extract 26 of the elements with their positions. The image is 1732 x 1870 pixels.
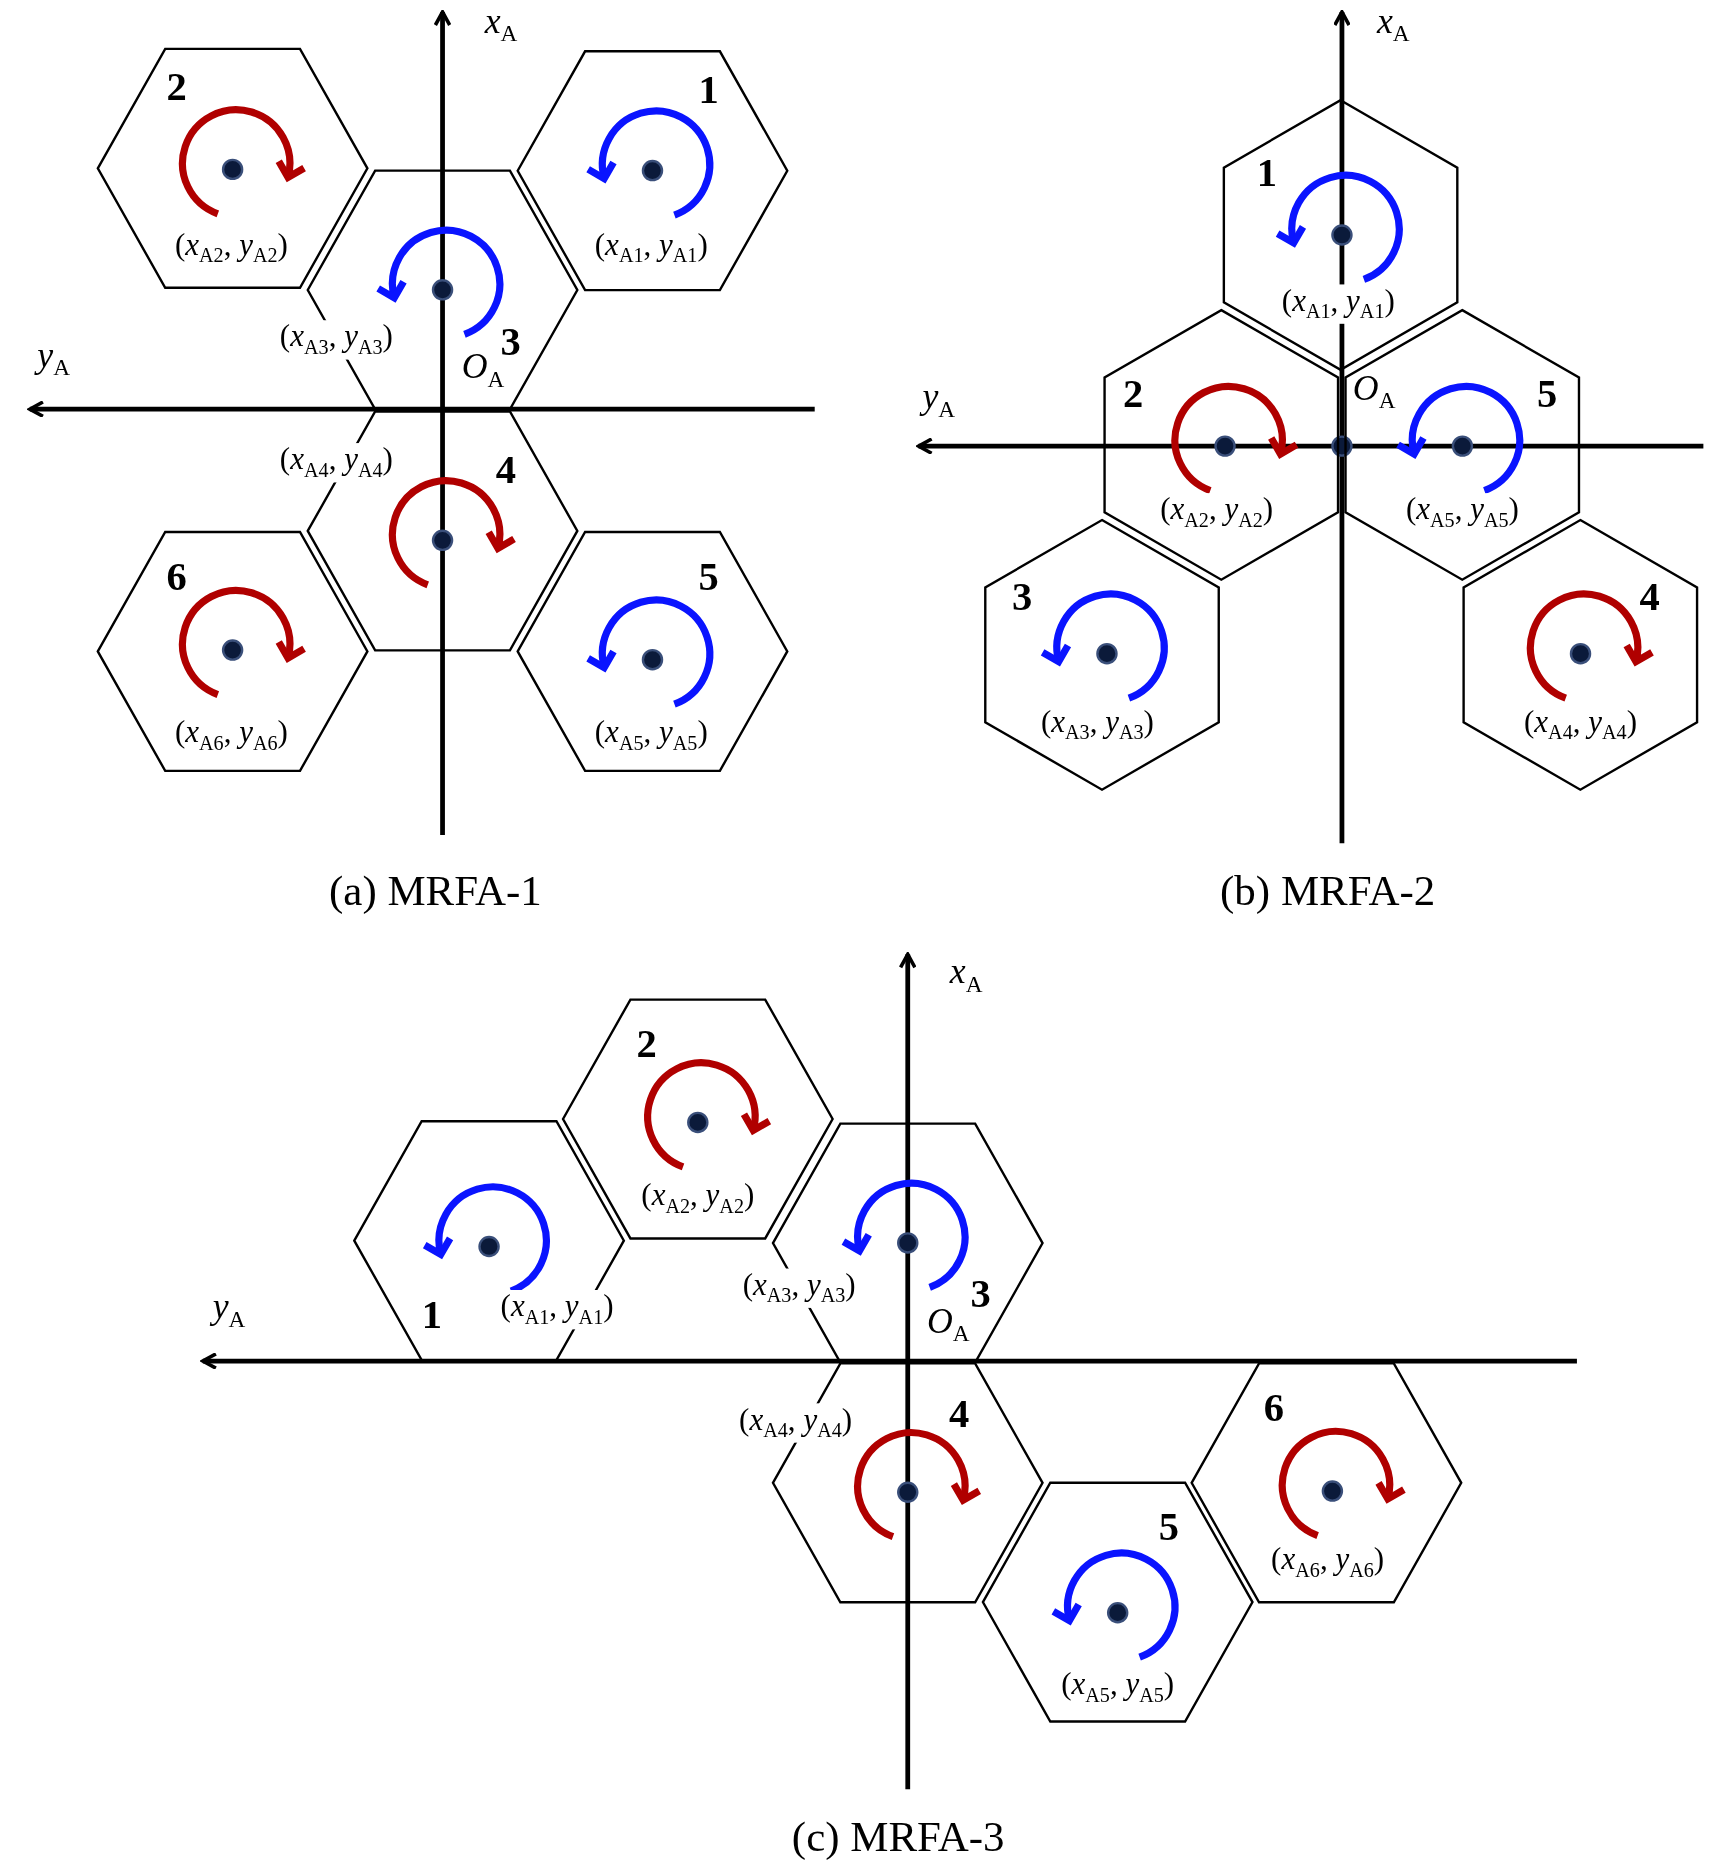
axis-label: y$_{A}$	[212, 1288, 246, 1331]
cell-number: 4	[948, 1393, 970, 1434]
panel-caption: (a) MRFA-1	[329, 869, 542, 913]
coordinate-label: (x$_{A1}$, y$_{A1}$)	[498, 1290, 616, 1330]
cell-number: 6	[1263, 1387, 1285, 1428]
axis-label: x$_{A}$	[949, 953, 983, 996]
cell-number: 1	[1256, 152, 1277, 194]
cell-number: 1	[421, 1294, 442, 1335]
cell-number: 4	[495, 449, 516, 491]
panel-caption: (b) MRFA-2	[1220, 869, 1436, 913]
cell-number: 4	[1639, 576, 1660, 617]
cell-number: 2	[1123, 373, 1144, 414]
cell-number: 3	[1012, 576, 1033, 617]
panel-caption: (c) MRFA-3	[791, 1815, 1005, 1859]
origin-label: O$_{A}$	[927, 1302, 970, 1346]
cell-number: 5	[698, 557, 719, 598]
cell-number: 6	[166, 557, 187, 598]
cell-number: 1	[698, 69, 719, 110]
axis-label: x$_{A}$	[484, 2, 518, 46]
cell-number: 2	[166, 66, 187, 108]
cell-number: 2	[636, 1023, 657, 1064]
cell-number: 3	[970, 1273, 991, 1315]
cell-number: 5	[1158, 1506, 1180, 1548]
origin-label: O$_{A}$	[1352, 370, 1396, 413]
axis-label: x$_{A}$	[1376, 2, 1410, 46]
cell-number: 5	[1536, 373, 1558, 414]
